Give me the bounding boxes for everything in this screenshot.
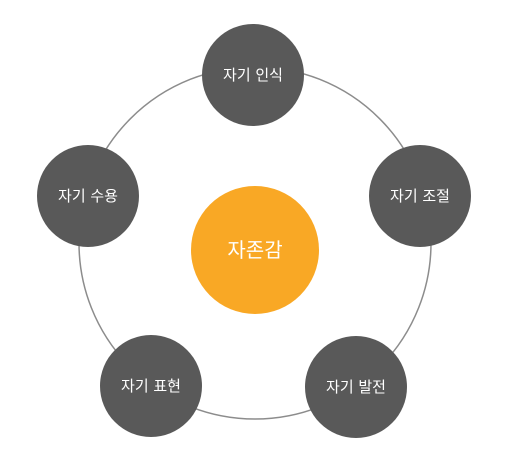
node-label-self-expression: 자기 표현	[121, 377, 181, 395]
center-circle	[191, 186, 319, 314]
node-self-development: 자기 발전	[305, 336, 407, 438]
center-label: 자존감	[227, 238, 282, 262]
node-label-self-acceptance: 자기 수용	[58, 187, 118, 205]
node-self-acceptance: 자기 수용	[37, 145, 139, 247]
node-label-self-development: 자기 발전	[326, 378, 386, 396]
node-circle	[305, 336, 407, 438]
node-self-awareness: 자기 인식	[202, 24, 304, 126]
node-circle	[202, 24, 304, 126]
node-circle	[37, 145, 139, 247]
node-circle	[369, 145, 471, 247]
node-label-self-regulation: 자기 조절	[390, 187, 450, 205]
node-circle	[100, 335, 202, 437]
node-self-expression: 자기 표현	[100, 335, 202, 437]
center-node: 자존감	[191, 186, 319, 314]
node-label-self-awareness: 자기 인식	[223, 66, 283, 84]
node-self-regulation: 자기 조절	[369, 145, 471, 247]
